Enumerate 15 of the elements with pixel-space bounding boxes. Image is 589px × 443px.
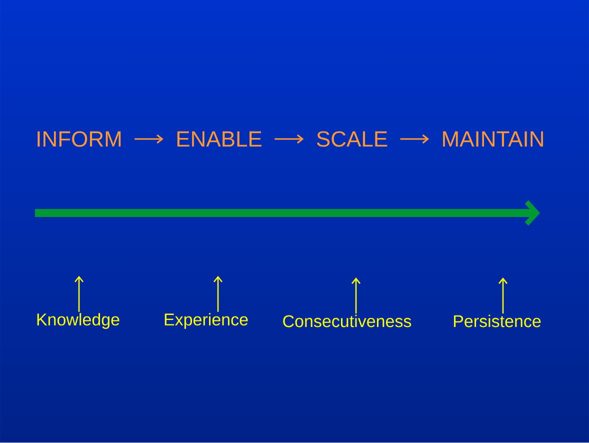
up-arrow: [74, 276, 84, 312]
factor-label: Experience: [164, 313, 248, 329]
stage-label: ENABLE: [177, 131, 262, 147]
stage-label: MAINTAIN: [443, 131, 543, 147]
arrow: [134, 134, 164, 144]
stage-label: SCALE: [316, 131, 388, 147]
up-arrow: [498, 278, 508, 314]
factor-label: Knowledge: [37, 313, 120, 329]
arrow: [274, 134, 304, 144]
factor-label: Persistence: [454, 314, 541, 328]
arrow: [400, 134, 430, 144]
stage-label: INFORM: [38, 131, 121, 147]
up-arrow: [214, 276, 223, 312]
factor-label: Consecutiveness: [283, 314, 412, 328]
up-arrow: [352, 278, 361, 314]
